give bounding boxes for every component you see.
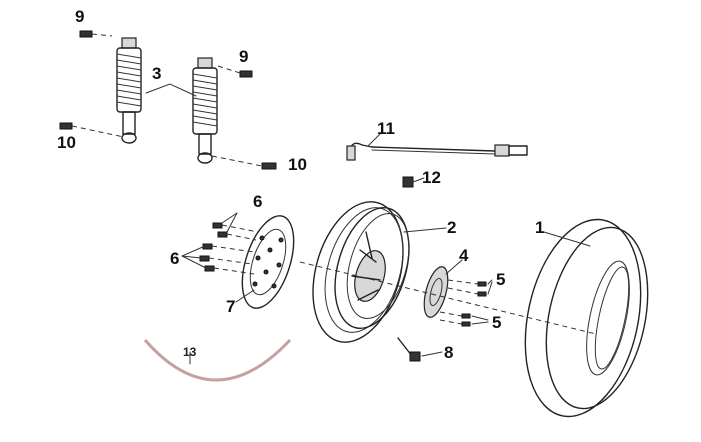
- disc-bolts: [181, 212, 259, 275]
- leader-2: [403, 227, 447, 233]
- leader-11: [367, 133, 381, 147]
- callout-4: 4: [459, 246, 469, 265]
- bolt-12: [402, 176, 425, 188]
- bolt-10-left: [59, 122, 125, 138]
- callout-10b: 10: [288, 155, 307, 174]
- hub-plate: [423, 266, 449, 318]
- callout-1: 1: [535, 218, 544, 237]
- leader-3: [145, 83, 197, 97]
- shock-absorber-right: [192, 57, 218, 164]
- callout-11: 11: [377, 119, 395, 138]
- axle-centerline: [299, 261, 597, 335]
- callout-5b: 5: [492, 313, 501, 332]
- leader-8: [421, 351, 443, 357]
- callout-6b: 6: [170, 249, 179, 268]
- callout-6a: 6: [253, 192, 262, 211]
- callout-8: 8: [444, 343, 453, 362]
- callout-2: 2: [447, 218, 456, 237]
- leader-1: [543, 231, 591, 247]
- shock-absorber-left: [116, 37, 142, 144]
- hub-bolts: [439, 279, 493, 327]
- leader-4: [445, 259, 463, 275]
- callout-12: 12: [422, 168, 441, 187]
- wheel-rim: [312, 201, 410, 343]
- callout-7: 7: [226, 297, 235, 316]
- callout-13: 13: [183, 345, 197, 359]
- tire-valve: [397, 337, 421, 362]
- callout-9b: 9: [239, 47, 248, 66]
- tire: [524, 218, 649, 418]
- callout-10a: 10: [57, 133, 76, 152]
- callout-9a: 9: [75, 7, 84, 26]
- bolt-10-right: [211, 155, 277, 170]
- cover-strip: [143, 338, 292, 382]
- bolt-9-left: [79, 30, 113, 38]
- bolt-9-right: [217, 65, 253, 78]
- callout-5a: 5: [496, 270, 505, 289]
- brake-disc: [241, 215, 295, 309]
- callout-3: 3: [152, 64, 161, 83]
- leader-7: [235, 289, 255, 303]
- brake-cable: [346, 142, 528, 161]
